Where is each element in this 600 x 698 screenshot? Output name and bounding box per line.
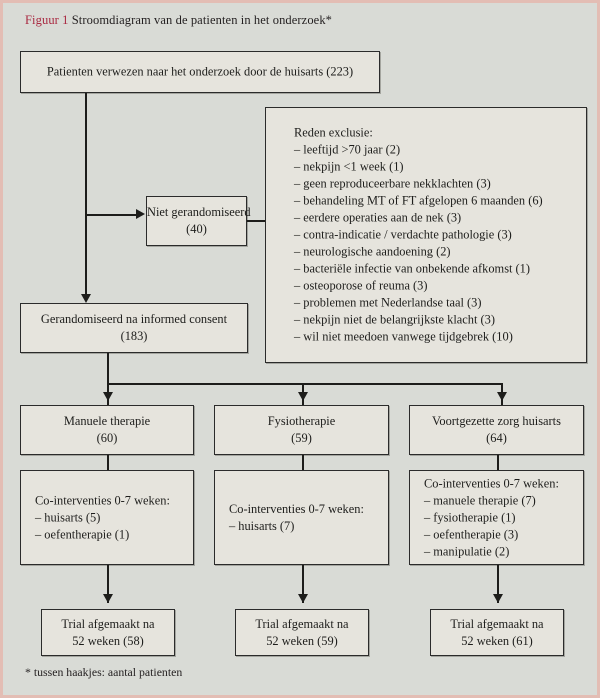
- co3-heading: Co-interventies 0-7 weken:: [424, 476, 559, 490]
- arrowhead-arm1: [102, 392, 113, 401]
- node-cointerventions-arm1: Co-interventies 0-7 weken: – huisarts (5…: [20, 470, 194, 565]
- co3-item: – oefentherapie (3): [424, 527, 519, 541]
- connector-arm3-to-co3: [497, 455, 499, 470]
- arrowhead-end3: [492, 594, 503, 603]
- exclusion-item: – osteoporose of reuma (3): [294, 278, 428, 293]
- co2-item: – huisarts (7): [229, 518, 295, 533]
- node-randomised: Gerandomiseerd na informed consent (183): [20, 303, 248, 353]
- connector-arm2-to-co2: [302, 455, 304, 470]
- exclusion-item: – bacteriële infectie van onbekende afko…: [294, 261, 531, 276]
- figure-footnote: * tussen haakjes: aantal patienten: [25, 665, 183, 679]
- node-exclusion: Reden exclusie: – leeftijd >70 jaar (2) …: [265, 107, 587, 363]
- node-referred: Patienten verwezen naar het onderzoek do…: [20, 51, 380, 93]
- exclusion-heading: Reden exclusie:: [294, 125, 373, 140]
- node-arm2-text: Fysiotherapie (59): [267, 414, 336, 445]
- arrowhead-to-not-randomised: [136, 209, 145, 219]
- connector-arm1-to-co1: [107, 455, 109, 470]
- arrowhead-end2: [297, 594, 308, 603]
- node-trial-completed-arm3: Trial afgemaakt na 52 weken (61): [430, 609, 564, 656]
- node-co2-text: Co-interventies 0-7 weken: – huisarts (7…: [215, 501, 388, 535]
- exclusion-item: – problemen met Nederlandse taal (3): [294, 295, 482, 310]
- co1-item: – oefentherapie (1): [35, 527, 130, 541]
- node-randomised-text: Gerandomiseerd na informed consent (183): [40, 312, 228, 343]
- co3-item: – fysiotherapie (1): [424, 510, 516, 524]
- node-referred-text: Patienten verwezen naar het onderzoek do…: [46, 64, 354, 79]
- arrowhead-end1: [102, 594, 113, 603]
- node-co3-text: Co-interventies 0-7 weken: – manuele the…: [410, 475, 583, 560]
- co2-heading: Co-interventies 0-7 weken:: [229, 501, 364, 516]
- node-cointerventions-arm2: Co-interventies 0-7 weken: – huisarts (7…: [214, 470, 389, 565]
- exclusion-item: – contra-indicatie / verdachte pathologi…: [294, 227, 512, 242]
- co1-item: – huisarts (5): [35, 510, 101, 524]
- exclusion-item: – neurologische aandoening (2): [294, 244, 451, 259]
- co1-heading: Co-interventies 0-7 weken:: [35, 493, 170, 507]
- node-arm-manual-therapy: Manuele therapie (60): [20, 405, 194, 455]
- exclusion-item: – wil niet meedoen vanwege tijdgebrek (1…: [294, 329, 513, 344]
- node-arm1-text: Manuele therapie (60): [63, 414, 151, 445]
- connector-referred-trunk: [85, 93, 87, 224]
- node-not-randomised-text: Niet gerandomiseerd (40): [147, 205, 251, 236]
- exclusion-item: – behandeling MT of FT afgelopen 6 maand…: [294, 193, 543, 208]
- connector-co1-to-end1: [107, 565, 109, 603]
- co3-item: – manuele therapie (7): [424, 493, 536, 507]
- figure-label: Figuur 1: [25, 13, 69, 27]
- connector-randomised-stem: [107, 353, 109, 399]
- arrowhead-arm3: [496, 392, 507, 401]
- flowchart-canvas: Patienten verwezen naar het onderzoek do…: [6, 6, 600, 698]
- arrowhead-arm2: [297, 392, 308, 401]
- connector-trunk-lower: [85, 214, 87, 296]
- connector-arm-bus: [107, 383, 503, 385]
- connector-not-randomised-to-exclusion: [247, 220, 266, 222]
- connector-co3-to-end3: [497, 565, 499, 603]
- node-arm3-text: Voortgezette zorg huisarts (64): [432, 414, 561, 445]
- co3-item: – manipulatie (2): [424, 544, 510, 558]
- connector-to-not-randomised: [85, 214, 138, 216]
- figure-caption: Figuur 1 Stroomdiagram van de patienten …: [25, 13, 332, 28]
- exclusion-item: – nekpijn <1 week (1): [294, 159, 404, 174]
- exclusion-item: – leeftijd >70 jaar (2): [294, 142, 401, 157]
- node-end2-text: Trial afgemaakt na 52 weken (59): [255, 616, 349, 648]
- node-end1-text: Trial afgemaakt na 52 weken (58): [61, 616, 155, 648]
- node-trial-completed-arm1: Trial afgemaakt na 52 weken (58): [41, 609, 175, 656]
- connector-co2-to-end2: [302, 565, 304, 603]
- node-not-randomised: Niet gerandomiseerd (40): [146, 196, 251, 246]
- exclusion-item: – geen reproduceerbare nekklachten (3): [294, 176, 491, 191]
- exclusion-item: – nekpijn niet de belangrijkste klacht (…: [294, 312, 495, 327]
- node-co1-text: Co-interventies 0-7 weken: – huisarts (5…: [21, 492, 193, 543]
- node-exclusion-text: Reden exclusie: – leeftijd >70 jaar (2) …: [266, 125, 586, 346]
- arrowhead-to-randomised: [80, 294, 91, 303]
- figure-title: Stroomdiagram van de patienten in het on…: [71, 13, 333, 27]
- node-arm-physiotherapy: Fysiotherapie (59): [214, 405, 389, 455]
- node-arm-gp-care: Voortgezette zorg huisarts (64): [409, 405, 584, 455]
- node-trial-completed-arm2: Trial afgemaakt na 52 weken (59): [235, 609, 369, 656]
- exclusion-item: – eerdere operaties aan de nek (3): [294, 210, 462, 225]
- node-cointerventions-arm3: Co-interventies 0-7 weken: – manuele the…: [409, 470, 584, 565]
- node-end3-text: Trial afgemaakt na 52 weken (61): [450, 616, 544, 648]
